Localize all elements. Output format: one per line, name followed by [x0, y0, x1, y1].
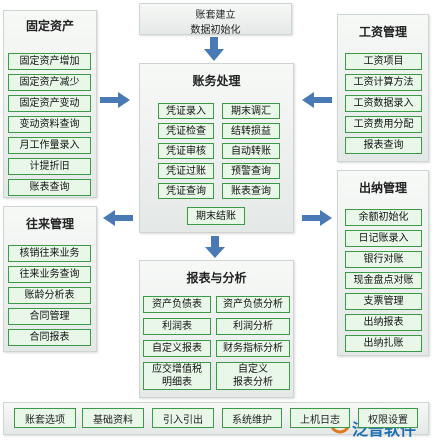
- reports-item[interactable]: 资产负债分析: [216, 296, 290, 313]
- payroll-item[interactable]: 报表查询: [345, 137, 422, 154]
- contacts-item[interactable]: 核销往来业务: [8, 245, 91, 262]
- payroll-item[interactable]: 工资数据录入: [345, 95, 422, 112]
- arrow-left-icon: [103, 210, 133, 226]
- account-setup-label: 账套建立: [195, 10, 236, 21]
- reports-item[interactable]: 利润分析: [216, 318, 290, 335]
- accounting-item[interactable]: 自动转账: [222, 143, 280, 159]
- contacts-item[interactable]: 账龄分析表: [8, 287, 91, 304]
- account-setup-box: 账套建立 数据初始化: [139, 3, 292, 36]
- fixed-assets-item[interactable]: 月工作量录入: [8, 137, 91, 154]
- reports-title: 报表与分析: [186, 271, 247, 285]
- fixed-assets-item[interactable]: 账表查询: [8, 179, 91, 196]
- contacts-item[interactable]: 合同报表: [8, 329, 91, 346]
- fixed-assets-title: 固定资产: [25, 19, 74, 33]
- payroll-item[interactable]: 工资计算方法: [345, 74, 422, 91]
- accounting-item[interactable]: 凭证过账: [158, 163, 214, 179]
- cashier-title: 出纳管理: [358, 181, 407, 195]
- reports-item[interactable]: 利润表: [143, 318, 211, 335]
- arrow-down-icon: [205, 236, 225, 258]
- accounting-item[interactable]: 凭证录入: [158, 103, 214, 119]
- payroll-title: 工资管理: [358, 25, 407, 39]
- reports-item[interactable]: 自定义报表: [143, 340, 211, 357]
- fixed-assets-item[interactable]: 固定资产增加: [8, 53, 91, 70]
- payroll-item[interactable]: 工资费用分配: [345, 116, 422, 133]
- accounting-item[interactable]: 期末调汇: [222, 103, 280, 119]
- accounting-item[interactable]: 结转损益: [222, 123, 280, 139]
- fixed-assets-item[interactable]: 变动资料查询: [8, 116, 91, 133]
- cashier-item[interactable]: 日记账录入: [345, 230, 422, 247]
- bottom-bar-button[interactable]: 上机日志: [290, 408, 350, 428]
- bottom-bar-button[interactable]: 账套选项: [14, 408, 76, 428]
- accounting-item[interactable]: 预警查询: [222, 163, 280, 179]
- period-end-close-button[interactable]: 期末结账: [187, 207, 245, 225]
- bottom-bar-button[interactable]: 引入引出: [152, 408, 214, 428]
- cashier-item[interactable]: 现金盘点对账: [345, 272, 422, 289]
- arrow-right-icon: [100, 92, 130, 108]
- reports-item[interactable]: 财务指标分析: [216, 340, 290, 357]
- fixed-assets-item[interactable]: 固定资产减少: [8, 74, 91, 91]
- contacts-title: 往来管理: [25, 217, 74, 231]
- bottom-bar-button[interactable]: 基础资料: [82, 408, 144, 428]
- accounting-title: 账务处理: [192, 74, 241, 88]
- reports-item[interactable]: 应交增值税 明细表: [143, 362, 211, 390]
- contacts-item[interactable]: 合同管理: [8, 308, 91, 325]
- contacts-item[interactable]: 往来业务查询: [8, 266, 91, 283]
- accounting-item[interactable]: 凭证查询: [158, 183, 214, 199]
- payroll-item[interactable]: 工资项目: [345, 53, 422, 70]
- bottom-bar-button[interactable]: 系统维护: [222, 408, 282, 428]
- reports-item[interactable]: 资产负债表: [143, 296, 211, 313]
- fixed-assets-item[interactable]: 固定资产变动: [8, 95, 91, 112]
- cashier-item[interactable]: 余额初始化: [345, 209, 422, 226]
- arrow-down-icon: [204, 37, 224, 61]
- accounting-item[interactable]: 凭证检查: [158, 123, 214, 139]
- fixed-assets-item[interactable]: 计提折旧: [8, 158, 91, 175]
- arrow-right-icon: [302, 210, 332, 226]
- accounting-item[interactable]: 账表查询: [222, 183, 280, 199]
- reports-item[interactable]: 自定义 报表分析: [216, 362, 290, 390]
- bottom-bar-button[interactable]: 权限设置: [358, 408, 418, 428]
- cashier-item[interactable]: 出纳扎账: [345, 335, 422, 352]
- accounting-item[interactable]: 凭证审核: [158, 143, 214, 159]
- cashier-item[interactable]: 出纳报表: [345, 314, 422, 331]
- cashier-item[interactable]: 银行对账: [345, 251, 422, 268]
- arrow-left-icon: [302, 92, 332, 108]
- cashier-item[interactable]: 支票管理: [345, 293, 422, 310]
- data-init-label: 数据初始化: [190, 25, 241, 36]
